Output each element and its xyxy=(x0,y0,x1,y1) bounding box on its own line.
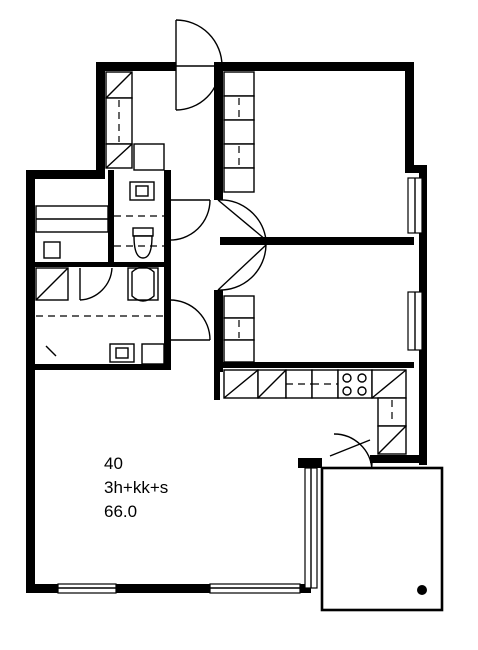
apartment-type: 3h+kk+s xyxy=(104,478,169,497)
windows xyxy=(57,177,423,594)
balcony xyxy=(320,466,444,612)
interior-walls xyxy=(35,62,414,468)
bathroom-fixtures xyxy=(35,181,165,365)
apartment-number: 40 xyxy=(104,454,123,473)
wardrobes xyxy=(105,71,255,363)
kitchen-fixtures xyxy=(223,369,407,455)
apartment-area: 66.0 xyxy=(104,502,138,521)
exterior-walls xyxy=(26,62,427,593)
